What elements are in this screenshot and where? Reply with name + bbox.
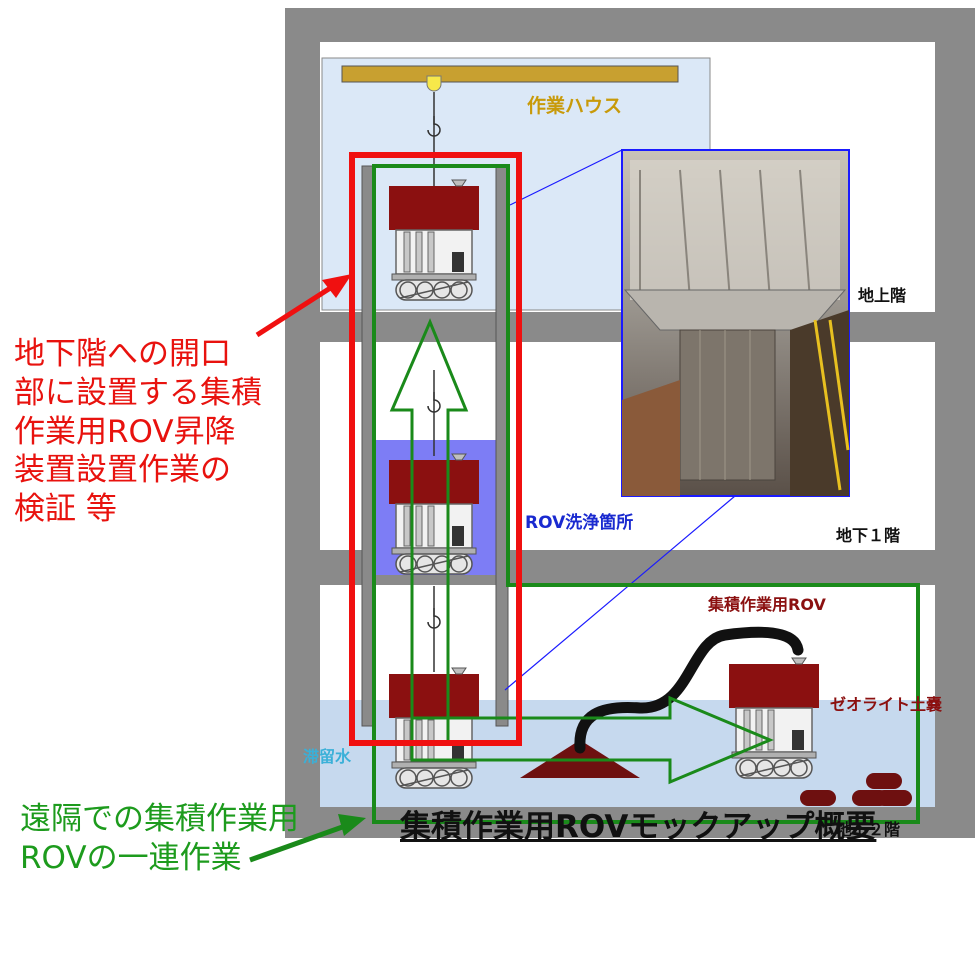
note-line: 作業用ROV昇降 [14,413,236,450]
label-basement-1: 地下１階 [836,526,900,545]
hoist-hook-low [427,608,441,629]
zeolite-sandbags [800,773,912,806]
lift-verification-note: 地下階への開口 部に設置する集積 作業用ROV昇降 装置設置作業の 検証 等 [14,335,314,529]
rov-upper [388,179,480,301]
label-basement-2: 地下２階 [836,820,900,839]
green-pointer-head [338,814,366,836]
remote-work-boundary [372,164,920,824]
crane-trolley [426,75,442,92]
red-pointer-head [322,274,352,298]
rov-lower [388,667,480,789]
hoist-hook-mid [427,392,441,413]
red-pointer-line [255,282,337,338]
lift-install-boundary [349,152,522,746]
rov-collection [728,657,820,779]
lift-up-arrow [389,318,469,744]
note-line: ROVの一連作業 [20,839,242,876]
note-line: 検証 等 [14,491,117,527]
site-photo [621,149,850,497]
diagram-caption: 集積作業用ROVモックアップ概要 [400,809,877,845]
photo-leader-top [509,149,623,206]
note-line: 遠隔での集積作業用 [20,801,299,837]
label-zeolite: ゼオライト土嚢 [830,695,943,714]
label-ground-floor: 地上階 [858,286,906,305]
note-line: 装置設置作業の [14,452,231,489]
photo-leader-bottom [504,495,736,691]
rov-middle [388,453,480,575]
crane-rail [341,65,679,83]
label-collection-rov: 集積作業用ROV [707,595,826,614]
note-line: 部に設置する集積 [14,374,262,411]
crane-hook-top [427,116,441,137]
label-rov-wash: ROV洗浄箇所 [525,512,633,533]
green-pointer-line [249,822,349,863]
transfer-arrow [410,695,774,785]
note-line: 地下階への開口 [14,336,231,372]
label-stagnant-water: 滞留水 [303,747,352,766]
remote-work-note: 遠隔での集積作業用 ROVの一連作業 [20,800,350,878]
label-work-house: 作業ハウス [527,94,622,117]
suction-hose [574,626,804,754]
